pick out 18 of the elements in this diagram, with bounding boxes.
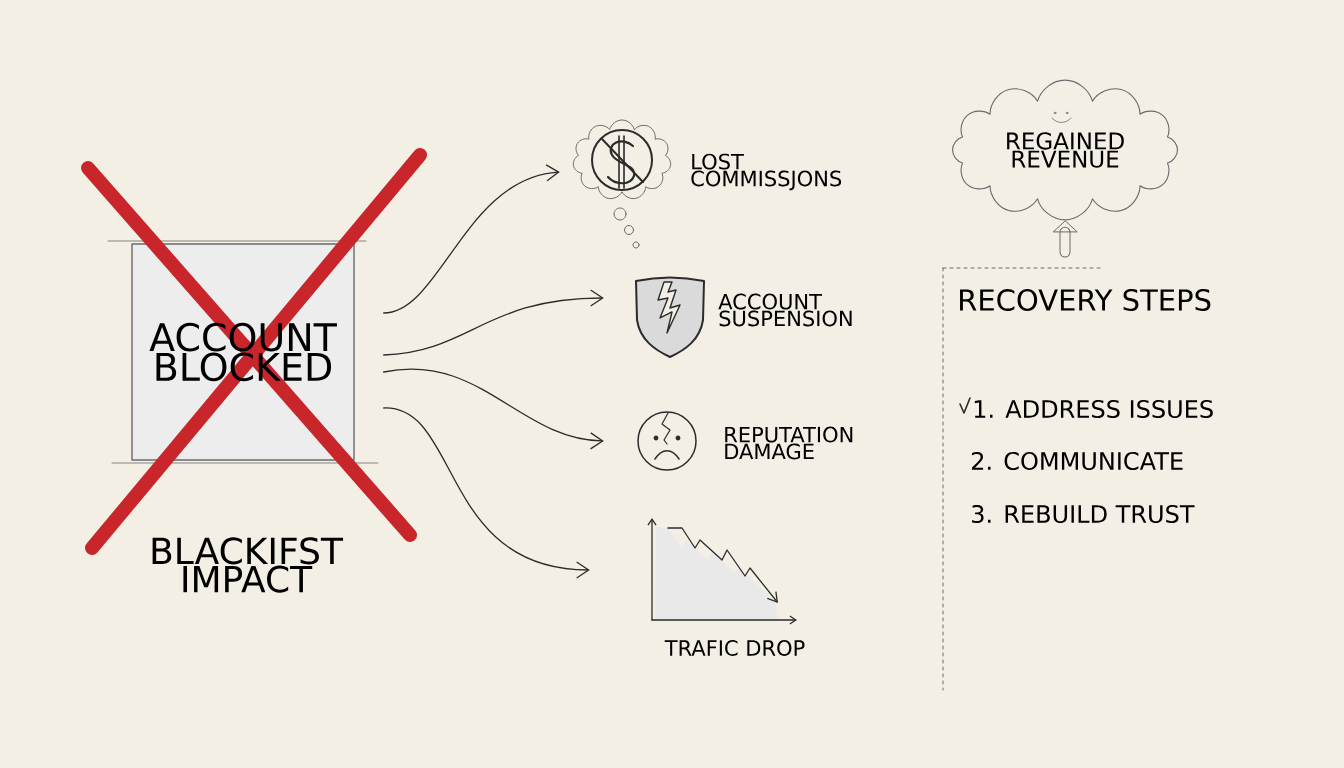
cracked-shield-icon [635, 276, 705, 358]
list-item: 3. REBUILD TRUST [972, 504, 1195, 524]
block-arrow [1052, 220, 1078, 258]
icon-label: TRAFIC DROP [664, 640, 805, 656]
curved-arrow [383, 368, 604, 450]
no-money-cloud-icon [572, 119, 672, 249]
sad-face-icon [637, 411, 697, 471]
curved-arrow [383, 289, 604, 356]
list-item: 1. ADDRESS ISSUES [974, 399, 1213, 419]
curved-arrow [383, 164, 560, 314]
thought-cloud: REGAINED REVENUE [952, 79, 1179, 221]
list-item: 2. COMMUNICATE [971, 451, 1183, 471]
icon-label: ACCOUNT SUSPENSION [718, 293, 852, 327]
icon-label: LOST COMMISSJONS [691, 153, 842, 191]
icon-label: REPUTATION DAMAGE [725, 426, 853, 460]
heading-text: RECOVERY STEPS [960, 289, 1211, 311]
falling-chart-icon [647, 518, 797, 625]
curved-arrow [383, 407, 590, 579]
